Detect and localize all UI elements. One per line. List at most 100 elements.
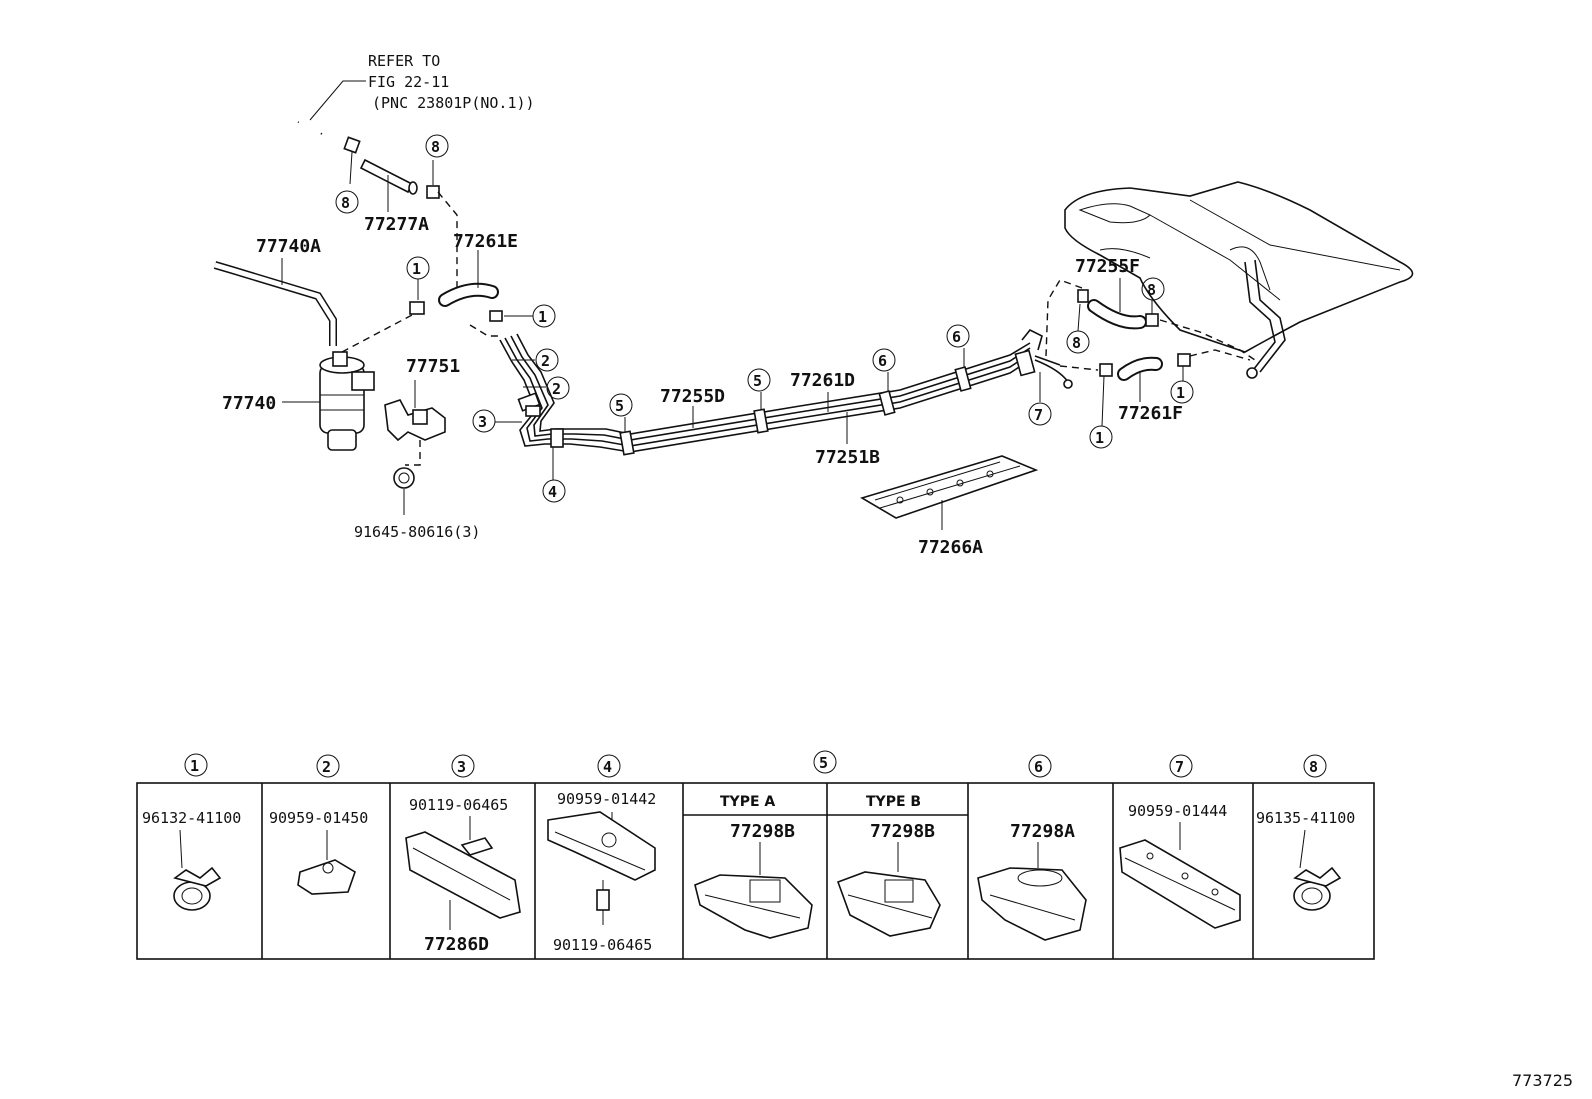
ref-circle-2a: 2 bbox=[535, 348, 559, 372]
svg-text:4: 4 bbox=[548, 483, 557, 501]
ref-circle-8b: 8 bbox=[425, 134, 449, 158]
figure-number: 773725 bbox=[1512, 1071, 1573, 1090]
fuel-tank-drawing bbox=[1064, 181, 1414, 379]
pipe-bundle-drawing bbox=[499, 328, 1073, 456]
cell-1-part: 96132-41100 bbox=[142, 809, 241, 827]
svg-text:7: 7 bbox=[1034, 406, 1043, 424]
ref-circle-7: 7 bbox=[1028, 402, 1052, 426]
table-cell-8: 96135-41100 bbox=[1256, 809, 1355, 911]
note-line-1: REFER TO bbox=[368, 52, 440, 70]
table-header-7: 7 bbox=[1169, 754, 1193, 778]
parts-table bbox=[136, 782, 1375, 960]
table-header-4: 4 bbox=[597, 754, 621, 778]
hose-77277a-drawing bbox=[343, 136, 458, 300]
svg-text:1: 1 bbox=[538, 308, 547, 326]
cell-4-part-bottom: 90119-06465 bbox=[553, 936, 652, 954]
svg-text:5: 5 bbox=[819, 754, 828, 772]
ref-circle-8c: 8 bbox=[1066, 303, 1090, 354]
table-cell-7: 90959-01444 bbox=[1119, 802, 1241, 929]
cell-5a-part: 77298B bbox=[730, 821, 795, 842]
pipe-77740a-drawing bbox=[213, 258, 337, 346]
svg-text:5: 5 bbox=[753, 372, 762, 390]
cell-3-part-bottom: 77286D bbox=[424, 934, 489, 955]
svg-text:6: 6 bbox=[878, 352, 887, 370]
svg-text:7: 7 bbox=[1175, 758, 1184, 776]
label-77261f: 77261F bbox=[1118, 403, 1183, 424]
ref-circle-1a: 1 bbox=[406, 256, 430, 315]
svg-text:8: 8 bbox=[341, 194, 350, 212]
label-77266a: 77266A bbox=[918, 537, 983, 558]
ref-circle-6b: 6 bbox=[946, 324, 970, 348]
hose-77261e-drawing bbox=[438, 250, 499, 307]
ref-circle-3: 3 bbox=[472, 409, 496, 433]
cell-5b-part: 77298B bbox=[870, 821, 935, 842]
ref-circle-8d: 8 bbox=[1141, 277, 1165, 314]
table-header-6: 6 bbox=[1028, 754, 1052, 778]
ref-circle-6a: 6 bbox=[872, 348, 896, 372]
cell-5a-type: TYPE A bbox=[720, 794, 775, 810]
svg-text:3: 3 bbox=[457, 758, 466, 776]
table-cell-5a: TYPE A 77298B bbox=[694, 794, 813, 939]
protector-77266a-drawing bbox=[860, 455, 1039, 530]
bolt-91645-drawing bbox=[393, 467, 415, 515]
table-cell-3: 90119-06465 bbox=[405, 796, 521, 930]
svg-text:8: 8 bbox=[1147, 281, 1156, 299]
table-cell-2: 90959-01450 bbox=[269, 809, 368, 895]
label-77261e: 77261E bbox=[453, 231, 518, 252]
table-cell-4: 90959-01442 bbox=[547, 790, 656, 925]
svg-text:2: 2 bbox=[552, 380, 561, 398]
label-91645: 91645-80616(3) bbox=[354, 523, 480, 541]
note-line-2: FIG 22-11 bbox=[368, 73, 449, 91]
ref-circle-4: 4 bbox=[542, 479, 566, 503]
ref-circle-1c: 1 bbox=[1089, 375, 1113, 449]
cell-4-part-top: 90959-01442 bbox=[557, 790, 656, 808]
hose-77261f-drawing bbox=[1059, 349, 1251, 402]
ref-circle-5a: 5 bbox=[609, 393, 633, 417]
table-header-1: 1 bbox=[184, 753, 208, 777]
cell-2-part: 90959-01450 bbox=[269, 809, 368, 827]
svg-text:3: 3 bbox=[478, 413, 487, 431]
label-77277a: 77277A bbox=[364, 214, 429, 235]
svg-text:8: 8 bbox=[431, 138, 440, 156]
ref-circle-2b: 2 bbox=[546, 376, 570, 400]
cell-3-part-top: 90119-06465 bbox=[409, 796, 508, 814]
svg-text:1: 1 bbox=[190, 757, 199, 775]
cell-5b-type: TYPE B bbox=[866, 794, 921, 810]
note-leader bbox=[309, 80, 366, 121]
note-line-3: (PNC 23801P(NO.1)) bbox=[372, 94, 535, 112]
label-77740: 77740 bbox=[222, 393, 276, 414]
svg-text:8: 8 bbox=[1072, 334, 1081, 352]
svg-text:6: 6 bbox=[1034, 758, 1043, 776]
hose-77255f-drawing bbox=[1045, 278, 1256, 361]
bracket-77751-drawing bbox=[384, 380, 446, 466]
table-header-2: 2 bbox=[316, 754, 340, 778]
canister-77740-drawing bbox=[282, 314, 413, 451]
cell-7-part: 90959-01444 bbox=[1128, 802, 1227, 820]
cell-8-part: 96135-41100 bbox=[1256, 809, 1355, 827]
table-cell-1: 96132-41100 bbox=[142, 809, 241, 911]
ref-circle-1d: 1 bbox=[1170, 366, 1194, 404]
label-77751: 77751 bbox=[406, 356, 460, 377]
svg-text:5: 5 bbox=[615, 397, 624, 415]
label-77740a: 77740A bbox=[256, 236, 321, 257]
ref-circle-1b: 1 bbox=[469, 304, 556, 337]
svg-text:1: 1 bbox=[1176, 384, 1185, 402]
table-cell-6: 77298A bbox=[977, 821, 1087, 941]
ref-circle-5b: 5 bbox=[747, 368, 771, 392]
label-77255f: 77255F bbox=[1075, 256, 1140, 277]
bundle-leaders bbox=[495, 348, 1041, 480]
svg-text:1: 1 bbox=[412, 260, 421, 278]
pipe-end-drawing bbox=[297, 119, 323, 136]
svg-text:6: 6 bbox=[952, 328, 961, 346]
label-77261d: 77261D bbox=[790, 370, 855, 391]
table-header-8: 8 bbox=[1303, 754, 1327, 778]
label-77251b: 77251B bbox=[815, 447, 880, 468]
cell-6-part: 77298A bbox=[1010, 821, 1075, 842]
reference-note: REFER TO FIG 22-11 (PNC 23801P(NO.1)) bbox=[309, 52, 535, 121]
table-cell-5b: TYPE B 77298B bbox=[836, 794, 941, 937]
svg-text:1: 1 bbox=[1095, 429, 1104, 447]
ref-circle-8a: 8 bbox=[335, 190, 359, 214]
table-header-3: 3 bbox=[451, 754, 475, 778]
svg-text:2: 2 bbox=[322, 758, 331, 776]
